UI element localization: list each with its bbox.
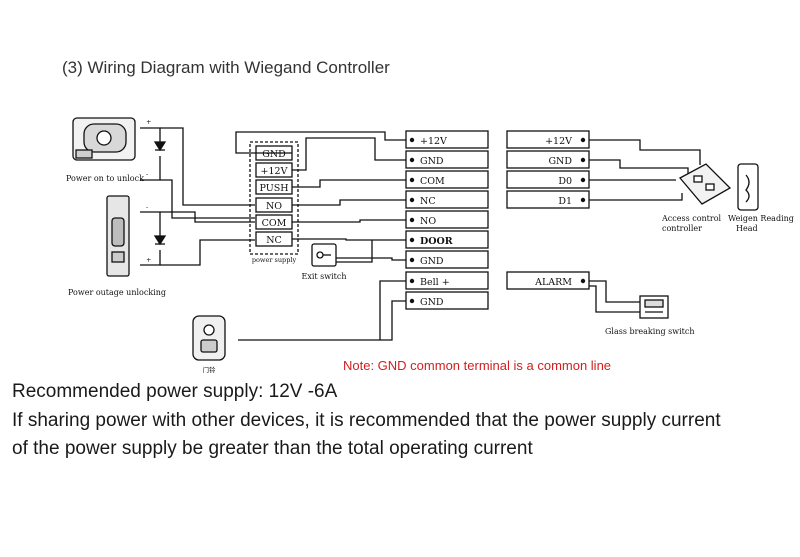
reader-terminal-label: COM — [420, 176, 445, 187]
reader-terminal-label: GND — [420, 156, 444, 167]
reader-terminal-label: GND — [420, 256, 444, 267]
electric-lock-top-icon — [72, 117, 136, 161]
lock-bottom-minus: - — [146, 203, 148, 211]
alarm-terminal-label: ALARM — [534, 277, 572, 288]
lock-top-caption: Power on to unlock — [66, 174, 144, 183]
ps-terminal-nc: NC — [266, 235, 282, 246]
lock-bottom-caption: Power outage unlocking — [68, 288, 166, 297]
electric-lock-bottom-icon — [106, 195, 130, 277]
reader-terminal-label: NC — [420, 196, 436, 207]
power-supply-caption: power supply — [252, 256, 297, 264]
controller-terminal-label: +12V — [545, 136, 572, 147]
controller-terminal-label: GND — [548, 156, 572, 167]
ps-terminal-gnd: GND — [262, 149, 286, 160]
recommendation-line: If sharing power with other devices, it … — [12, 410, 721, 431]
power-supply-terminal-boxes — [255, 145, 293, 247]
ps-terminal-push: PUSH — [259, 183, 288, 194]
diagram-title: (3) Wiring Diagram with Wiegand Controll… — [62, 58, 390, 77]
wiegand-reader-head-icon — [737, 163, 759, 211]
doorbell-caption: 门铃 — [203, 365, 217, 374]
access-controller-caption: controller — [662, 224, 702, 233]
ps-terminal-com: COM — [262, 218, 287, 229]
doorbell-icon — [192, 315, 226, 361]
lock-bottom-plus: + — [146, 256, 151, 264]
access-controller-caption: Access control — [661, 214, 722, 223]
reader-terminal-label: DOOR — [420, 236, 453, 247]
diode-top-icon — [153, 141, 167, 152]
controller-terminal-label: D0 — [558, 176, 572, 187]
recommendation-line: of the power supply be greater than the … — [12, 438, 533, 459]
exit-switch-icon — [311, 243, 337, 267]
reader-terminal-label: GND — [420, 297, 444, 308]
lock-top-minus: - — [146, 170, 148, 178]
glass-breaking-switch-icon — [639, 295, 669, 319]
recommendation-line: Recommended power supply: 12V -6A — [12, 381, 338, 402]
controller-terminal-label: D1 — [558, 196, 572, 207]
reader-terminal-label: +12V — [420, 136, 447, 147]
diode-bottom-icon — [153, 235, 167, 246]
wiegand-head-caption: Head — [736, 224, 758, 233]
exit-switch-caption: Exit switch — [301, 272, 346, 281]
reader-terminal-label: NO — [420, 216, 436, 227]
glass-breaking-switch-caption: Glass breaking switch — [605, 327, 695, 336]
access-controller-icon — [678, 163, 732, 205]
controller-terminal-boxes — [506, 130, 590, 290]
ps-terminal-no: NO — [266, 201, 282, 212]
ps-terminal-12v: +12V — [261, 166, 288, 177]
lock-top-plus: + — [146, 118, 151, 126]
gnd-note: Note: GND common terminal is a common li… — [343, 358, 611, 373]
wiegand-head-caption: Weigen Reading — [728, 214, 794, 223]
reader-terminal-label: Bell + — [420, 277, 450, 288]
